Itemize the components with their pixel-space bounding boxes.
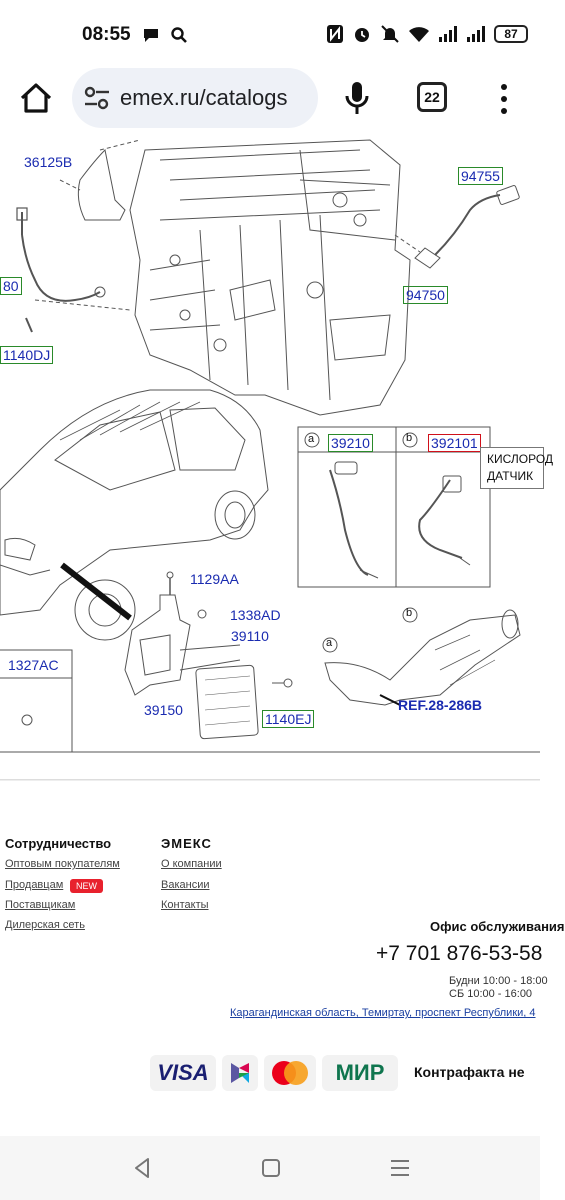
heat-shield-drawing [77, 148, 126, 221]
site-settings-icon[interactable] [84, 86, 110, 110]
anti-counterfeit-badge: Контрафакта не [414, 1064, 525, 1080]
hours-weekdays: Будни 10:00 - 18:00 [449, 975, 548, 987]
car-drawing [0, 389, 269, 641]
status-time: 08:55 [82, 24, 131, 45]
diagram-drawing [0, 139, 540, 781]
part-number-label[interactable]: 1140DJ [0, 346, 54, 364]
part-number-label[interactable]: 1327AC [8, 657, 59, 673]
part-number-label-selected[interactable]: 392101 [428, 434, 481, 452]
part-number-label[interactable]: 1129AA [190, 571, 239, 587]
microphone-icon[interactable] [342, 80, 372, 116]
part-number-label[interactable]: 1140EJ [262, 710, 315, 728]
inset-label-b: b [406, 607, 413, 619]
mastercard-icon [272, 1061, 308, 1085]
back-icon[interactable] [128, 1154, 156, 1182]
signal-icon [439, 26, 457, 42]
footer-column-title: Сотрудничество [5, 836, 112, 851]
nfc-icon [327, 25, 343, 43]
battery-indicator: 87 [494, 25, 528, 43]
reference-link[interactable]: REF.28-286B [398, 697, 483, 713]
inset-label-b: b [406, 432, 413, 444]
status-bar: 08:55 87 [0, 0, 540, 66]
part-number-label[interactable]: 1338AD [230, 607, 281, 623]
footer-link-sellers[interactable]: Продавцам [5, 879, 64, 891]
visa-logo: VISA [150, 1055, 216, 1091]
inset-label-a: a [308, 433, 315, 445]
recents-icon[interactable] [386, 1154, 414, 1182]
part-tooltip: КИСЛОРОД ДАТЧИК [480, 447, 554, 489]
footer-column-title: ЭМЕКС [161, 836, 212, 851]
part-number-label[interactable]: 39210 [328, 434, 373, 452]
footer-link-about[interactable]: О компании [161, 858, 222, 870]
part-number-label[interactable]: 36125B [24, 154, 73, 170]
phone-number[interactable]: +7 701 876-53-58 [376, 942, 543, 965]
office-address[interactable]: Карагандинская область, Темиртау, проспе… [230, 1007, 536, 1019]
engine-block-drawing [129, 139, 411, 416]
parts-diagram: 36125B 94755 94750 80 1140DJ a 39210 b 3… [0, 139, 553, 781]
footer-link-contacts[interactable]: Контакты [161, 899, 209, 911]
wifi-icon [409, 27, 429, 42]
more-menu-icon[interactable] [494, 82, 514, 116]
part-number-label[interactable]: 94750 [403, 286, 448, 304]
browser-toolbar: emex.ru/catalogs 22 [0, 66, 540, 130]
hours-saturday: СБ 10:00 - 16:00 [449, 988, 533, 1000]
alarm-icon [355, 28, 369, 42]
address-bar[interactable]: emex.ru/catalogs [72, 68, 318, 128]
mir-logo: МИР [322, 1055, 398, 1091]
system-nav-bar [0, 1136, 540, 1200]
part-number-label[interactable]: 80 [0, 277, 22, 295]
sbp-icon [231, 1063, 249, 1083]
part-number-label[interactable]: 39110 [231, 628, 269, 644]
tab-switcher-button[interactable]: 22 [417, 82, 447, 112]
sbp-logo [222, 1055, 258, 1091]
part-number-label[interactable]: 94755 [458, 167, 503, 185]
footer-link-dealers[interactable]: Дилерская сеть [5, 919, 85, 931]
home-nav-icon[interactable] [257, 1154, 285, 1182]
mute-icon [381, 25, 399, 43]
ecu-bracket-drawing [124, 594, 191, 696]
mastercard-logo [264, 1055, 316, 1091]
home-button[interactable] [16, 78, 56, 118]
exhaust-drawing [324, 614, 521, 706]
footer-link-suppliers[interactable]: Поставщикам [5, 899, 76, 911]
part-number-label[interactable]: 39150 [144, 702, 183, 718]
footer-link-jobs[interactable]: Вакансии [161, 879, 210, 891]
tooltip-line: КИСЛОРОД [487, 452, 554, 466]
ecu-drawing [195, 664, 259, 740]
chat-bubble-icon [144, 29, 158, 42]
footer-link-wholesale[interactable]: Оптовым покупателям [5, 858, 120, 870]
site-footer: Сотрудничество Оптовым покупателям Прода… [0, 818, 565, 1136]
signal-icon [467, 26, 485, 42]
office-title: Офис обслуживания [430, 919, 565, 934]
tooltip-line: ДАТЧИК [487, 469, 534, 483]
url-text: emex.ru/catalogs [120, 85, 288, 110]
new-badge: NEW [70, 879, 103, 893]
search-icon [171, 27, 187, 43]
inset-label-a: a [326, 637, 333, 649]
